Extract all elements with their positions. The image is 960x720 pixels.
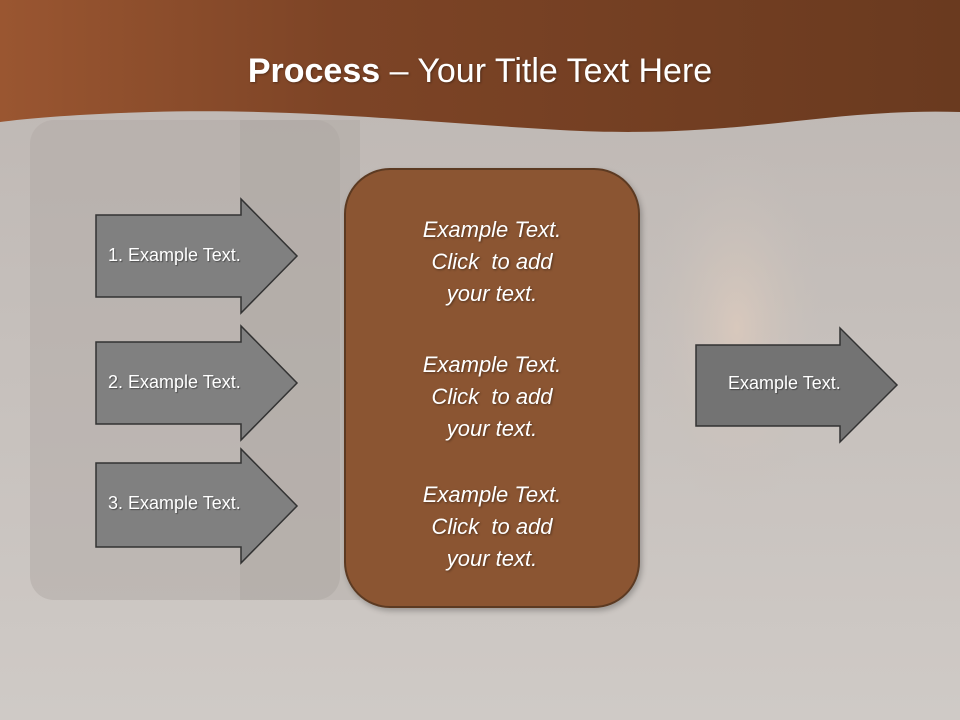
output-arrow-label: Example Text. (728, 373, 841, 393)
input-arrow-2-shape (95, 324, 299, 442)
input-arrow-1-label: 1. Example Text. (108, 245, 241, 265)
center-text-line: Click to add (431, 514, 553, 539)
center-text-block-3: Example Text. Click to add your text. (346, 479, 638, 575)
center-text-line: your text. (446, 281, 538, 306)
center-text-line: Example Text. (422, 352, 562, 377)
page-title: Process – Your Title Text Here (0, 52, 960, 91)
output-arrow-shape (695, 326, 899, 444)
center-process-box[interactable]: Example Text. Click to add your text. Ex… (344, 168, 640, 608)
center-text-line: Click to add (431, 384, 553, 409)
center-text-block-2: Example Text. Click to add your text. (346, 349, 638, 445)
output-arrow[interactable]: Example Text. (695, 326, 899, 444)
center-text-line: your text. (446, 546, 538, 571)
title-bold: Process (247, 52, 381, 90)
center-text-line: Click to add (431, 249, 553, 274)
input-arrow-3-label: 3. Example Text. (108, 493, 241, 513)
center-text-line: Example Text. (422, 217, 562, 242)
title-rest: – Your Title Text Here (380, 52, 713, 90)
center-text-line: your text. (446, 416, 538, 441)
input-arrow-2[interactable]: 2. Example Text. (95, 324, 299, 442)
input-arrow-1-shape (95, 197, 299, 315)
input-arrow-2-label: 2. Example Text. (108, 372, 241, 392)
input-arrow-3-shape (95, 447, 299, 565)
input-arrow-1[interactable]: 1. Example Text. (95, 197, 299, 315)
center-text-line: Example Text. (422, 482, 562, 507)
center-text-block-1: Example Text. Click to add your text. (346, 214, 638, 310)
input-arrow-3[interactable]: 3. Example Text. (95, 447, 299, 565)
